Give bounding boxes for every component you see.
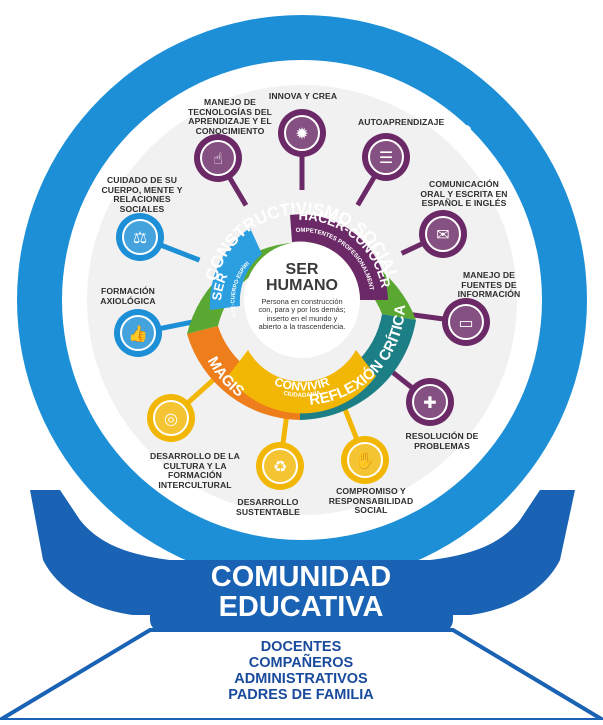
satellite-node: ✹ bbox=[278, 109, 326, 157]
center-description: Persona en construcción con, para y por … bbox=[258, 297, 346, 332]
globe-icon: ◎ bbox=[164, 409, 178, 428]
satellite-node: ◎ bbox=[147, 394, 195, 442]
satellite-node: 👍 bbox=[114, 309, 162, 357]
satellite-node: ☝ bbox=[194, 134, 242, 182]
segment-convivir bbox=[228, 350, 376, 414]
document-icon: ☰ bbox=[379, 148, 393, 167]
satellite-label-cultura: DESARROLLO DE LA CULTURA Y LA FORMACIÓN … bbox=[150, 451, 240, 490]
center-title: SER HUMANO bbox=[266, 261, 338, 294]
satellite-label-sustentable: DESARROLLO SUSTENTABLE bbox=[236, 497, 300, 517]
satellite-label-comunicacion: COMUNICACIÓN ORAL Y ESCRITA EN ESPAÑOL E… bbox=[420, 179, 508, 209]
ring-label-convivir-sub: CIUDADANÍA bbox=[283, 390, 322, 399]
satellite-inner bbox=[262, 448, 298, 484]
speech-bubbles-icon: ✉ bbox=[436, 225, 449, 244]
satellite-node: ⚖ bbox=[116, 213, 164, 261]
satellite-inner bbox=[200, 140, 236, 176]
center-circle bbox=[244, 242, 360, 358]
community-title-line2: EDUCATIVA bbox=[218, 591, 384, 623]
member-padres: PADRES DE FAMILIA bbox=[228, 687, 374, 703]
touch-screen-icon: ☝ bbox=[213, 149, 223, 168]
laptop-icon: ▭ bbox=[458, 313, 473, 332]
segment-ser bbox=[209, 228, 262, 310]
satellite-label-autoaprendizaje: AUTOAPRENDIZAJE bbox=[358, 117, 445, 127]
satellite-node: ♻ bbox=[256, 442, 304, 490]
satellite-inner bbox=[412, 384, 448, 420]
satellite-label-cuidado: CUIDADO DE SU CUERPO, MENTE Y RELACIONES… bbox=[101, 175, 183, 214]
main-ring bbox=[187, 214, 416, 420]
member-docentes: DOCENTES bbox=[260, 639, 342, 655]
recycle-icon: ♻ bbox=[273, 457, 287, 476]
balance-icon: ⚖ bbox=[133, 228, 147, 247]
satellite-inner bbox=[347, 442, 383, 478]
satellite-inner bbox=[448, 304, 484, 340]
ring-label-convivir: CONVIVIR bbox=[273, 374, 332, 393]
satellite-label-axiologica: FORMACIÓN AXIOLÓGICA bbox=[100, 286, 156, 306]
hands bbox=[0, 490, 603, 722]
puzzle-icon: ✚ bbox=[423, 393, 436, 412]
satellite-label-fuentes: MANEJO DE FUENTES DE INFORMACIÓN bbox=[457, 270, 521, 300]
satellite-label-innova: INNOVA Y CREA bbox=[268, 91, 338, 101]
satellite-inner bbox=[153, 400, 189, 436]
satellite-node: ▭ bbox=[442, 298, 490, 346]
segment-hacer-conocer bbox=[290, 214, 388, 300]
satellite-node: ✚ bbox=[406, 378, 454, 426]
satellite-inner bbox=[122, 219, 158, 255]
lightbulb-icon: ✹ bbox=[295, 124, 308, 143]
satellite-inner bbox=[120, 315, 156, 351]
thumbs-up-icon: 👍 bbox=[128, 324, 148, 343]
member-administrativos: ADMINISTRATIVOS bbox=[234, 671, 368, 687]
handshake-icon: ✋ bbox=[355, 451, 375, 470]
satellites: ✹ ☰ ✉ ▭ ✚ ✋ ♻ ◎ 👍 ⚖ ☝ bbox=[114, 109, 490, 490]
satellite-node: ☰ bbox=[362, 133, 410, 181]
member-companeros: COMPAÑEROS bbox=[248, 655, 354, 671]
satellite-node: ✋ bbox=[341, 436, 389, 484]
satellite-inner bbox=[284, 115, 320, 151]
satellite-inner bbox=[368, 139, 404, 175]
satellite-inner bbox=[425, 216, 461, 252]
satellite-label-compromiso: COMPROMISO Y RESPONSABILIDAD SOCIAL bbox=[328, 486, 414, 516]
satellite-label-tecnologias: MANEJO DE TECNOLOGÍAS DEL APRENDIZAJE Y … bbox=[187, 97, 273, 136]
title-banner bbox=[150, 560, 453, 632]
community-title-line1: COMUNIDAD bbox=[210, 561, 392, 593]
satellite-node: ✉ bbox=[419, 210, 467, 258]
satellite-label-resolucion: RESOLUCIÓN DE PROBLEMAS bbox=[405, 431, 479, 451]
